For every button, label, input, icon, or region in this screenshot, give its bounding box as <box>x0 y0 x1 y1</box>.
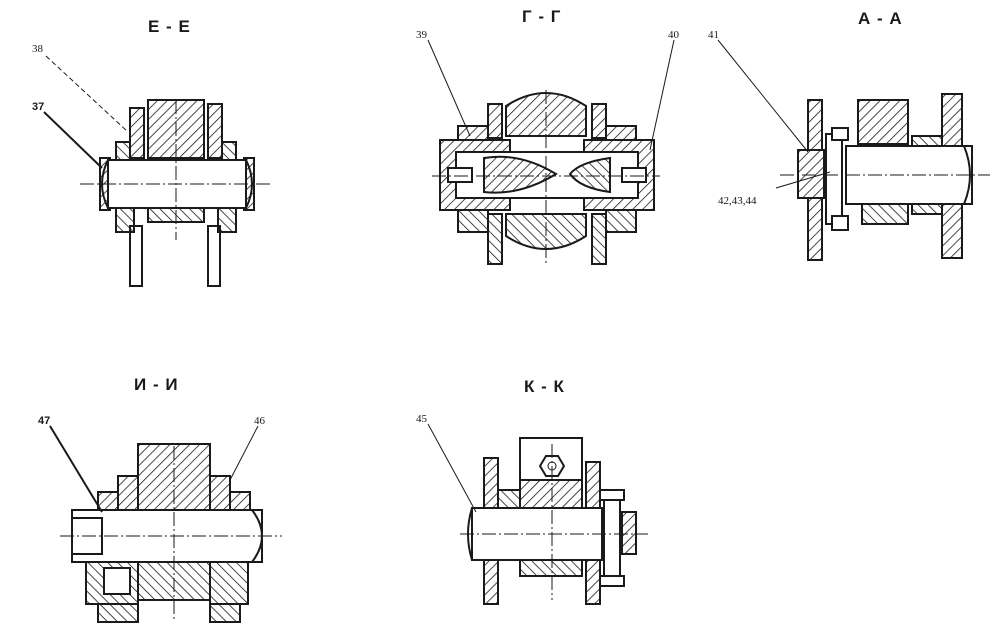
section-i-i-title: И - И <box>134 375 179 394</box>
section-k-k: К - К 45 <box>416 377 648 605</box>
callout-47: 47 <box>38 415 50 427</box>
section-a-a-title: А - А <box>858 9 903 28</box>
section-e-e: Е - Е 38 37 <box>32 17 272 287</box>
section-g-g: Г - Г 39 40 <box>416 7 680 266</box>
section-a-a: А - А 41 42,43,44 <box>708 9 990 261</box>
section-k-k-title: К - К <box>524 377 565 396</box>
callout-38: 38 <box>32 43 44 55</box>
callout-45: 45 <box>416 413 428 425</box>
callout-39: 39 <box>416 29 428 41</box>
callout-46: 46 <box>254 415 266 427</box>
callout-37: 37 <box>32 101 44 113</box>
callout-40: 40 <box>668 29 680 41</box>
section-g-g-title: Г - Г <box>522 7 561 26</box>
section-i-i: И - И 47 46 <box>38 375 282 623</box>
callout-42-43-44: 42,43,44 <box>718 195 757 207</box>
callout-41: 41 <box>708 29 719 41</box>
section-e-e-title: Е - Е <box>148 17 191 36</box>
